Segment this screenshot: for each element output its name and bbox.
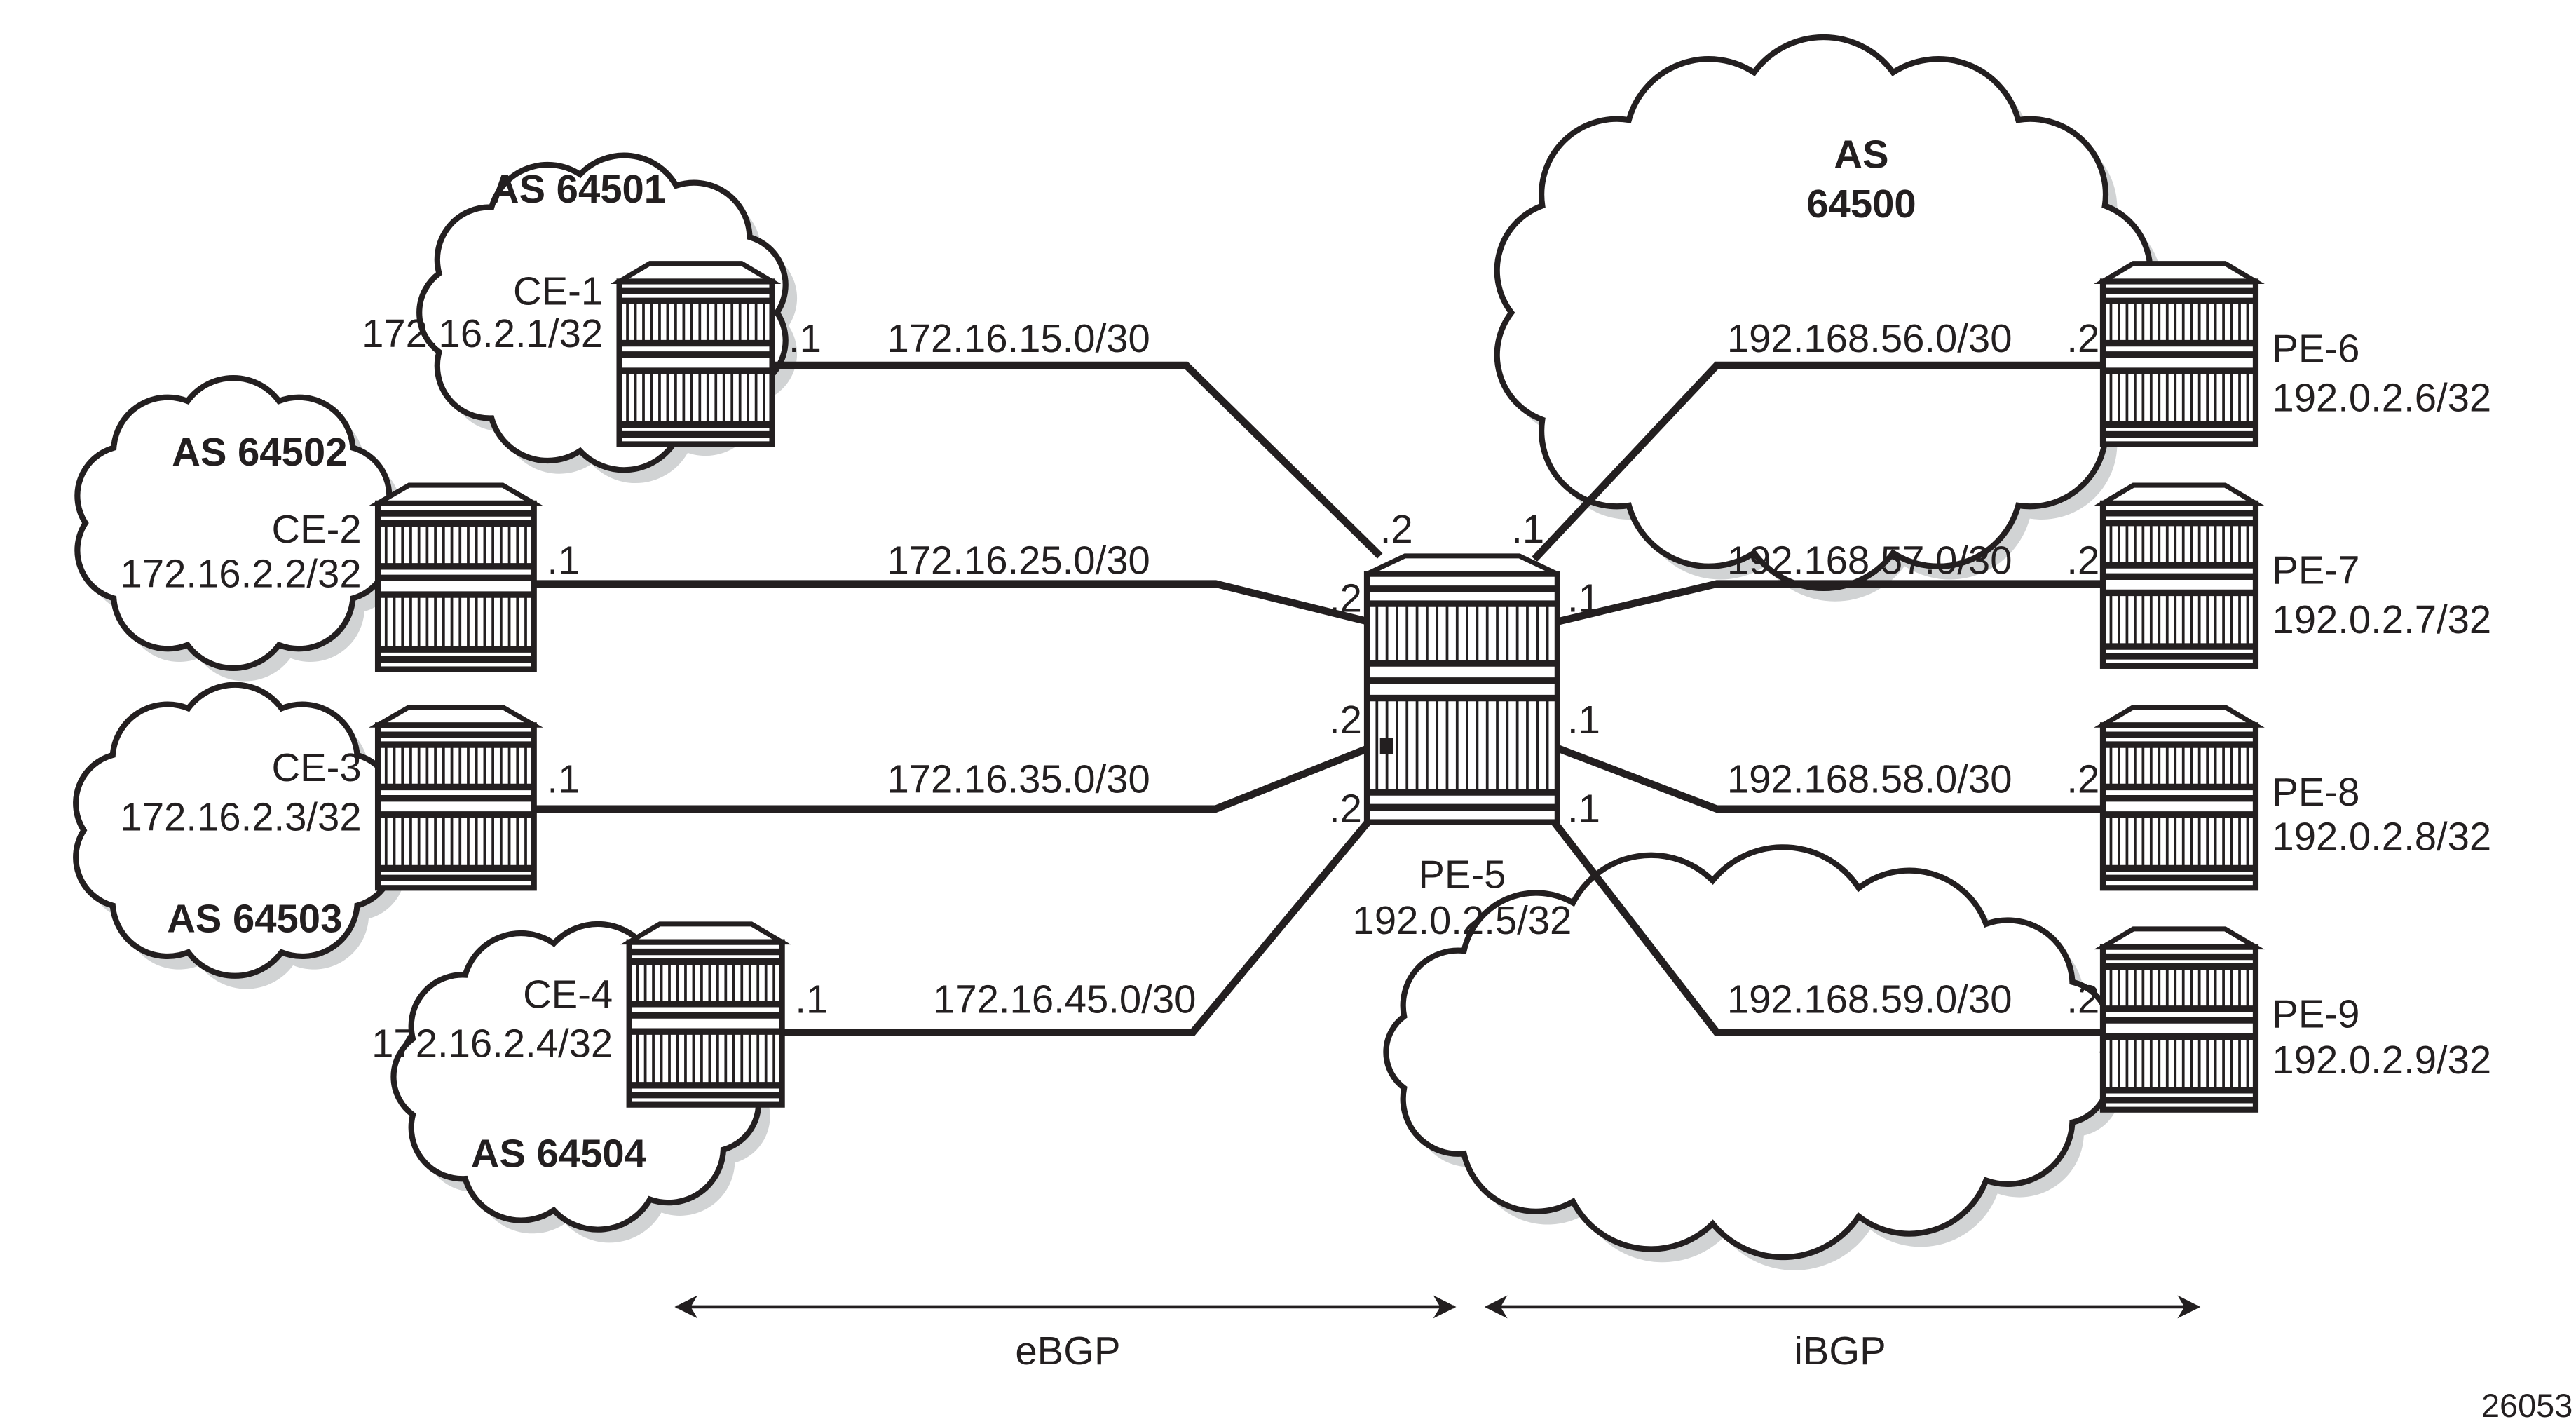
router-ce1[interactable] <box>610 261 782 447</box>
subnet-pe5-pe7: 192.168.57.0/30 <box>1727 538 2012 583</box>
link-ce1-pe5 <box>772 361 1383 559</box>
link-pe5-pe7 <box>1556 580 2103 625</box>
if-ce3: .1 <box>547 757 580 801</box>
router-pe9[interactable] <box>2094 926 2265 1113</box>
subnet-ce1-pe5: 172.16.15.0/30 <box>887 316 1150 360</box>
router-body <box>374 500 537 672</box>
link-ce3-pe5 <box>533 745 1370 813</box>
pe9-loopback: 192.0.2.9/32 <box>2272 1038 2491 1082</box>
as-64504-label: AS 64504 <box>471 1132 646 1176</box>
router-indicator <box>1379 738 1393 754</box>
pe9-name: PE-9 <box>2272 992 2359 1036</box>
pe5-name: PE-5 <box>1418 852 1506 896</box>
cloud-as-64500-top <box>1494 34 2162 602</box>
router-ce2[interactable] <box>368 482 543 672</box>
if-pe5-ce2: .2 <box>1329 576 1362 621</box>
cloud-outline <box>1494 34 2153 591</box>
pe5-loopback: 192.0.2.5/32 <box>1353 898 1572 942</box>
cloud-outline <box>73 682 397 979</box>
cloud-outline <box>1383 844 2113 1261</box>
router-pe7[interactable] <box>2094 482 2265 669</box>
pe8-name: PE-8 <box>2272 770 2359 814</box>
pe7-name: PE-7 <box>2272 548 2359 592</box>
if-pe5-ce1: .2 <box>1380 507 1413 551</box>
if-pe5-ce4: .2 <box>1329 787 1362 831</box>
if-pe5-ce3: .2 <box>1329 698 1362 742</box>
cloud-as-64500-bottom <box>1383 844 2121 1270</box>
ce3-loopback: 172.16.2.3/32 <box>121 794 362 839</box>
ce4-loopback: 172.16.2.4/32 <box>372 1022 613 1066</box>
as-64503-label: AS 64503 <box>167 897 342 941</box>
subnet-pe5-pe6: 192.168.56.0/30 <box>1727 316 2012 360</box>
ce2-loopback: 172.16.2.2/32 <box>121 551 362 595</box>
ibgp-label: iBGP <box>1794 1329 1886 1373</box>
if-pe5-pe8: .1 <box>1567 698 1600 742</box>
cloud-as-64502 <box>74 375 401 682</box>
pe8-loopback: 192.0.2.8/32 <box>2272 814 2491 858</box>
cloud-as-64503 <box>73 682 406 989</box>
router-body <box>374 722 537 891</box>
link-pe5-pe6 <box>1532 361 2103 562</box>
link-pe5-pe9 <box>1551 820 2103 1036</box>
router-body <box>2099 722 2259 891</box>
as-64500-label-line2: 64500 <box>1806 182 1916 226</box>
subnet-pe5-pe8: 192.168.58.0/30 <box>1727 757 2012 801</box>
if-pe8: .2 <box>2066 757 2099 801</box>
routers-layer <box>368 261 2265 1113</box>
router-body <box>616 278 775 447</box>
ce4-name: CE-4 <box>523 972 613 1016</box>
router-body <box>2099 500 2259 669</box>
if-ce4: .1 <box>795 977 828 1021</box>
cloud-outline <box>74 375 393 671</box>
subnet-ce2-pe5: 172.16.25.0/30 <box>887 538 1150 583</box>
figure-id: 26053 <box>2481 1388 2572 1424</box>
links-layer <box>533 361 2103 1036</box>
ebgp-label: eBGP <box>1015 1329 1120 1373</box>
link-pe5-pe8 <box>1555 745 2103 813</box>
if-pe5-pe9: .1 <box>1567 787 1600 831</box>
subnet-ce3-pe5: 172.16.35.0/30 <box>887 757 1150 801</box>
router-pe8[interactable] <box>2094 704 2265 891</box>
ce2-name: CE-2 <box>271 507 361 551</box>
labels: AS 64501 AS 64502 AS 64503 AS 64504 AS 6… <box>121 133 2573 1424</box>
if-ce1: .1 <box>789 316 822 360</box>
router-pe5[interactable] <box>1363 553 1560 825</box>
ce1-loopback: 172.16.2.1/32 <box>362 311 603 355</box>
if-pe5-pe6: .1 <box>1511 507 1544 551</box>
link-ce4-pe5 <box>782 813 1377 1036</box>
router-ce4[interactable] <box>620 921 791 1108</box>
if-pe5-pe7: .1 <box>1567 576 1600 621</box>
subnet-ce4-pe5: 172.16.45.0/30 <box>933 977 1196 1021</box>
as-64500-label-line1: AS <box>1834 133 1888 177</box>
link-ce2-pe5 <box>533 580 1370 625</box>
pe6-name: PE-6 <box>2272 326 2359 370</box>
subnet-pe5-pe9: 192.168.59.0/30 <box>1727 977 2012 1021</box>
as-64502-label: AS 64502 <box>172 430 347 474</box>
as-64501-label: AS 64501 <box>491 167 666 211</box>
pe6-loopback: 192.0.2.6/32 <box>2272 376 2491 420</box>
pe7-loopback: 192.0.2.7/32 <box>2272 597 2491 642</box>
router-pe6[interactable] <box>2094 261 2265 447</box>
if-ce2: .1 <box>547 538 580 583</box>
router-body <box>626 939 785 1108</box>
ce3-name: CE-3 <box>271 745 361 789</box>
if-pe9: .2 <box>2066 977 2099 1021</box>
router-ce3[interactable] <box>368 704 543 891</box>
if-pe6: .2 <box>2066 316 2099 360</box>
router-body <box>2099 944 2259 1113</box>
router-body <box>2099 278 2259 447</box>
if-pe7: .2 <box>2066 538 2099 583</box>
ce1-name: CE-1 <box>513 269 603 313</box>
